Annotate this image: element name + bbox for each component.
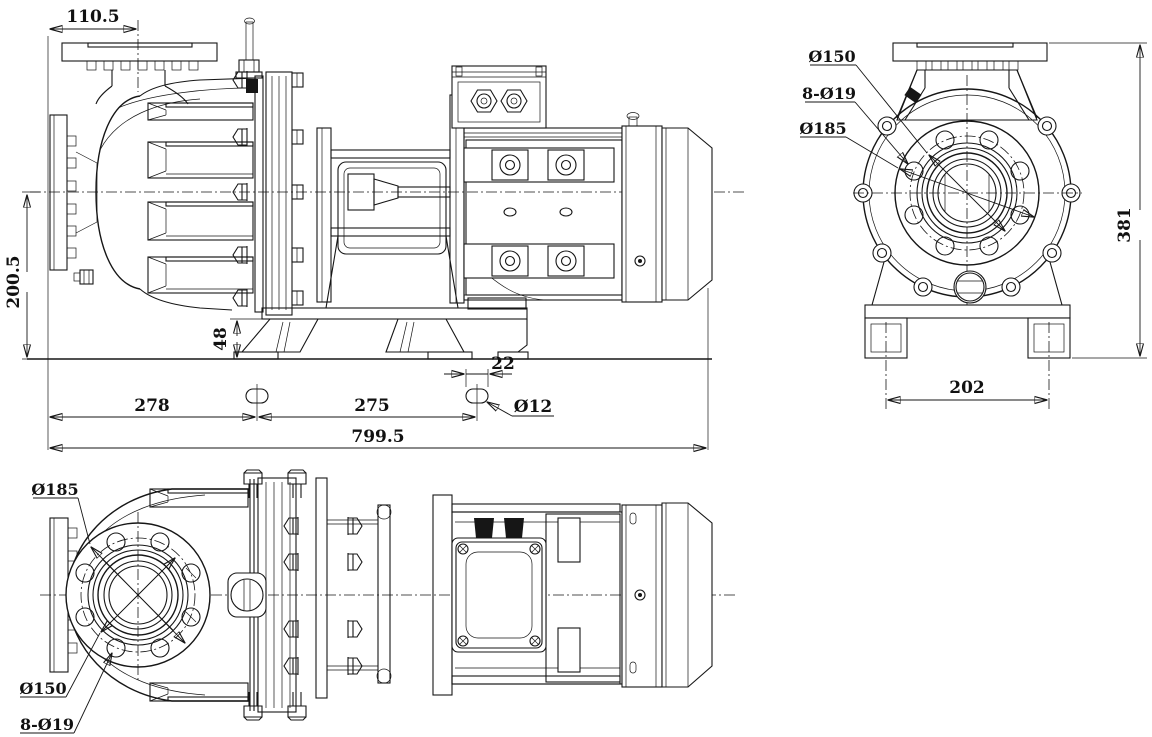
casing-louver bbox=[147, 256, 254, 294]
dim-text-202: 202 bbox=[949, 378, 985, 398]
drain-plug-front bbox=[953, 270, 987, 304]
motor-end-bell-top bbox=[621, 504, 663, 688]
label-text-d185-top: Ø185 bbox=[31, 480, 78, 499]
casing-clamp-bolts bbox=[232, 70, 304, 316]
vent-boss-top bbox=[227, 572, 267, 618]
pump-casing bbox=[95, 77, 259, 311]
bearing-bracket-top bbox=[283, 477, 392, 699]
dim-text-275: 275 bbox=[354, 396, 390, 416]
dim-centerline-height: 200.5 bbox=[4, 191, 40, 360]
casing-louver bbox=[147, 201, 254, 241]
dim-foot-spacing: 202 bbox=[885, 322, 1050, 412]
discharge-flange bbox=[61, 20, 218, 105]
casing-louver bbox=[147, 102, 254, 121]
label-text-8d19-top: 8-Ø19 bbox=[20, 715, 74, 734]
dim-text-200-5: 200.5 bbox=[4, 255, 24, 308]
air-vent-valve bbox=[235, 17, 263, 93]
motor-mounting-rail bbox=[463, 147, 615, 183]
cable-gland-top bbox=[474, 518, 494, 538]
motor-mounting-rail bbox=[463, 243, 615, 279]
dim-text-110-5: 110.5 bbox=[66, 7, 119, 27]
dim-base-height: 48 bbox=[211, 318, 262, 357]
drain-plug bbox=[73, 269, 94, 285]
casing-louver bbox=[149, 488, 249, 508]
dim-slot-spacing: 275 bbox=[259, 396, 475, 417]
label-text-d150: Ø150 bbox=[808, 47, 855, 66]
label-bolt-holes-top: 8-Ø19 bbox=[20, 653, 112, 734]
suction-flange bbox=[49, 114, 98, 271]
cable-gland-top bbox=[504, 518, 524, 538]
cable-gland bbox=[470, 89, 498, 113]
front-view-pump: 381 202 Ø150 8-Ø19 Ø185 bbox=[799, 42, 1147, 412]
label-bolt-circle-top: Ø150 bbox=[19, 558, 175, 698]
motor-end-bell bbox=[621, 125, 663, 303]
top-view-pump-assembly: Ø185 Ø150 8-Ø19 bbox=[19, 469, 735, 734]
motor-top bbox=[432, 494, 713, 696]
dim-overall-length: 799.5 bbox=[50, 288, 709, 450]
dim-text-278: 278 bbox=[134, 396, 170, 416]
dim-text-381: 381 bbox=[1115, 207, 1135, 243]
terminal-box bbox=[451, 65, 547, 129]
dim-text-799-5: 799.5 bbox=[351, 427, 404, 447]
label-flange-od: Ø185 bbox=[799, 119, 1034, 217]
label-bolt-circle: Ø150 bbox=[808, 47, 1005, 231]
label-flange-od-top: Ø185 bbox=[31, 480, 185, 643]
dim-overall-height: 381 bbox=[1049, 42, 1147, 359]
dim-flange-to-slot1: 278 bbox=[50, 396, 255, 417]
label-bolt-holes: 8-Ø19 bbox=[802, 84, 908, 164]
casing-vent-plug bbox=[904, 86, 922, 104]
label-text-8d19: 8-Ø19 bbox=[802, 84, 856, 103]
motor-foot bbox=[467, 297, 527, 310]
label-text-d185: Ø185 bbox=[799, 119, 846, 138]
casing-louver bbox=[147, 141, 254, 179]
dim-text-d12: Ø12 bbox=[514, 397, 552, 417]
label-text-d150-top: Ø150 bbox=[19, 679, 66, 698]
mounting-slot bbox=[245, 384, 269, 421]
side-view-pump-assembly: 110.5 200.5 48 22 Ø12 278 275 799.5 bbox=[4, 7, 745, 450]
discharge-flange-front bbox=[892, 42, 1048, 71]
dim-flange-to-discharge: 110.5 bbox=[47, 7, 136, 450]
fan-cover-top bbox=[661, 502, 713, 688]
fan-cover bbox=[661, 127, 713, 301]
casing-louver bbox=[149, 682, 249, 702]
baseplate bbox=[233, 307, 529, 360]
dim-text-22: 22 bbox=[491, 354, 515, 374]
dim-slot-hole-dia: Ø12 bbox=[487, 397, 554, 417]
motor bbox=[451, 65, 713, 310]
dim-text-48: 48 bbox=[211, 327, 231, 351]
mounting-slot bbox=[465, 384, 489, 421]
terminal-box-top bbox=[451, 518, 547, 653]
dim-slot-length: 22 bbox=[444, 354, 515, 387]
motor-cooling-fins-top bbox=[545, 513, 621, 683]
cable-gland bbox=[500, 89, 528, 113]
